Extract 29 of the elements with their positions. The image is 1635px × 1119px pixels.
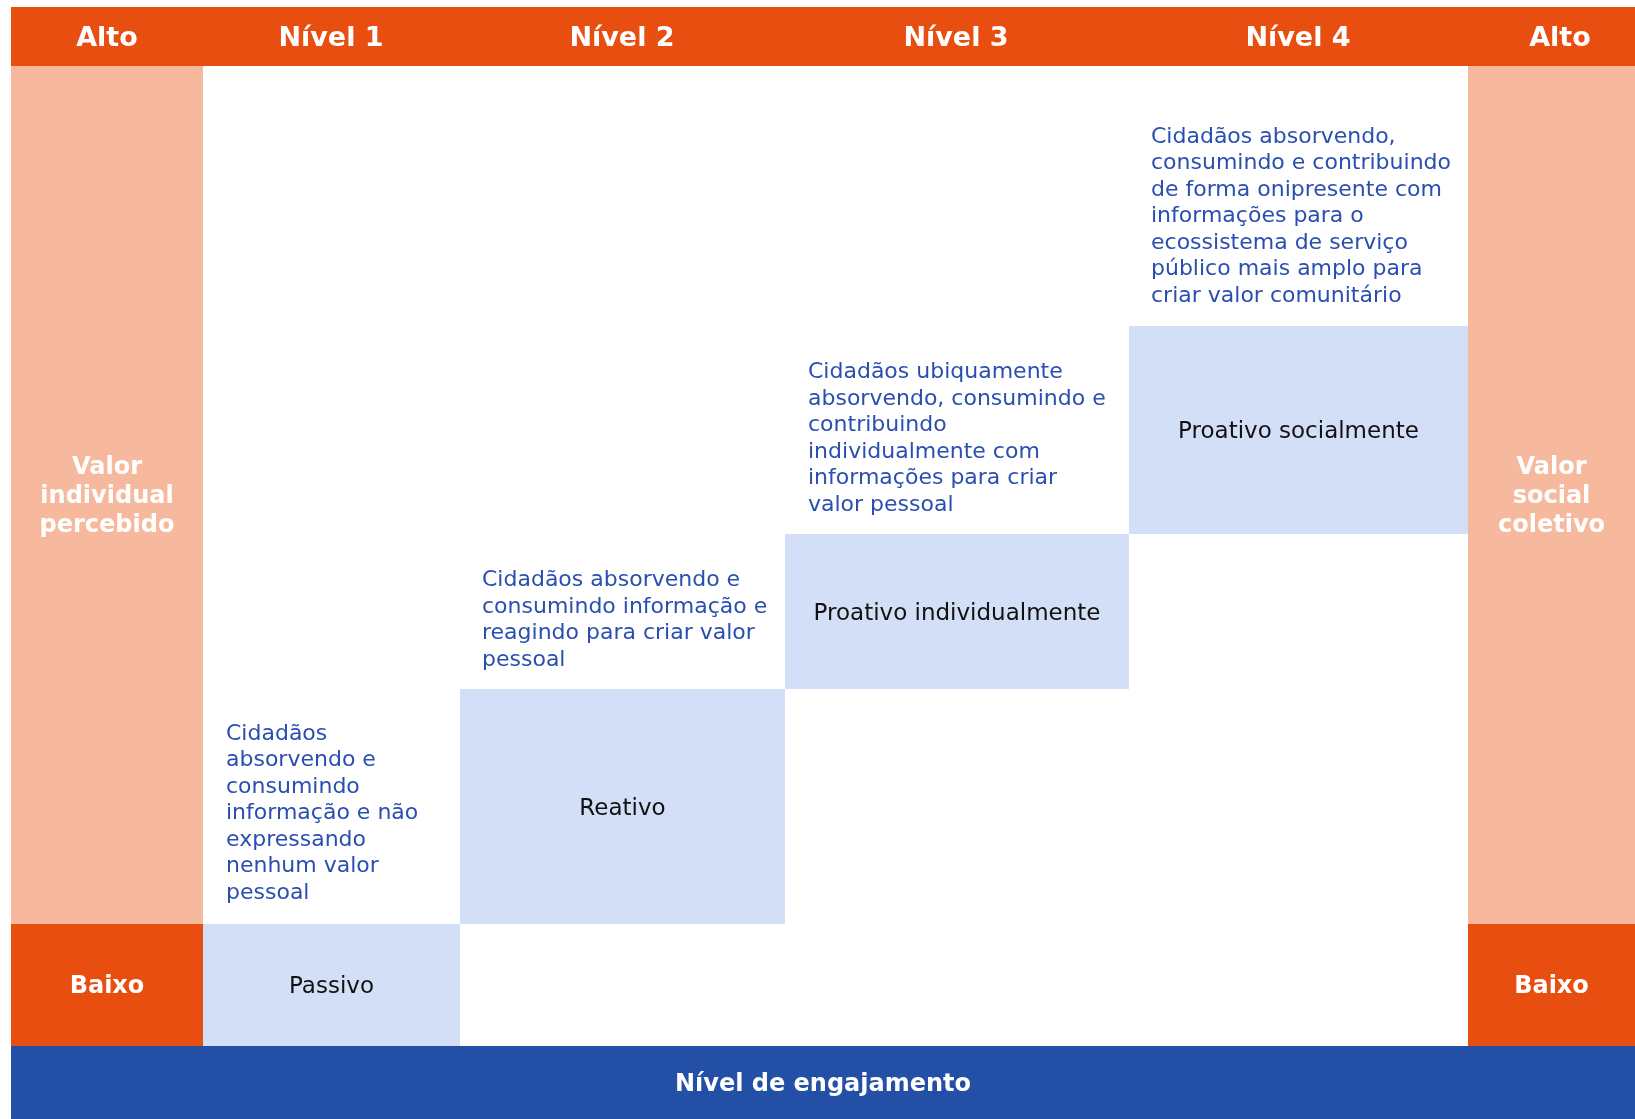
axis-title-band	[11, 1046, 1635, 1119]
column-header: Alto	[75, 20, 139, 54]
axis-label: Valor individual percebido	[38, 450, 176, 540]
axis-band	[11, 66, 203, 924]
description-text: Cidadãos absorvendo, consumindo e contribuindo de forma onipresente com informações para o ecossistema de serviço público mais amplo para criar valor comunitário	[1151, 122, 1451, 308]
header-band	[11, 7, 1635, 66]
axis-end-band	[11, 924, 203, 1046]
level-box	[785, 534, 1129, 689]
description-text: Cidadãos ubiquamente absorvendo, consumindo e contribuindo individualmente com informações para criar valor pessoal	[808, 358, 1107, 517]
axis-title: Nível de engajamento	[673, 1067, 973, 1099]
description-text: Cidadãos absorvendo e consumindo informação e não expressando nenhum valor pessoal	[226, 719, 420, 905]
level-box	[460, 689, 785, 924]
column-header: Nível 4	[1244, 20, 1352, 54]
axis-label: Baixo	[1513, 969, 1590, 1001]
description-text: Cidadãos absorvendo e consumindo informação e reagindo para criar valor pessoal	[482, 566, 769, 672]
level-label: Proativo individualmente	[812, 597, 1102, 627]
axis-label: Valor social coletivo	[1496, 450, 1607, 540]
level-box	[1129, 326, 1468, 534]
column-header: Nível 1	[277, 20, 385, 54]
axis-end-band	[1468, 924, 1635, 1046]
axis-label: Baixo	[68, 969, 146, 1001]
level-label: Reativo	[578, 792, 667, 822]
level-label: Proativo socialmente	[1177, 416, 1420, 445]
axis-band	[1468, 66, 1635, 924]
column-header: Nível 2	[568, 20, 676, 54]
column-header: Alto	[1528, 20, 1592, 54]
level-box	[203, 924, 460, 1046]
column-header: Nível 3	[902, 20, 1010, 54]
level-label: Passivo	[288, 971, 375, 1000]
